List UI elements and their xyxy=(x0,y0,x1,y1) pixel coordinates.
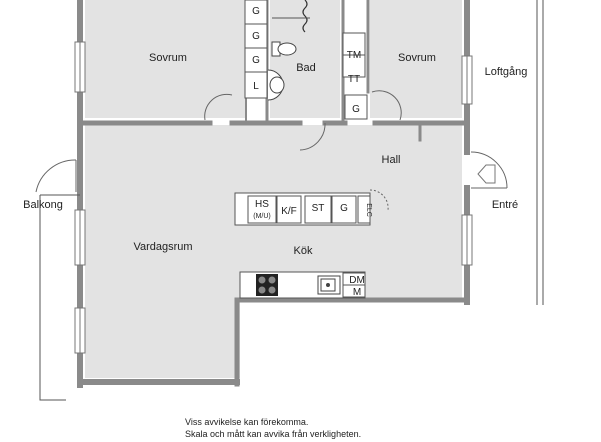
entry-arrow-icon xyxy=(477,164,496,184)
floor-bad xyxy=(270,0,340,118)
disclaimer-line-1: Viss avvikelse kan förekomma. xyxy=(185,417,309,427)
stove-label: ST xyxy=(312,203,325,214)
room-label-sovrum-left: Sovrum xyxy=(149,52,187,64)
wardrobe-g3-label: G xyxy=(252,55,260,66)
floor-sovrum-left xyxy=(85,0,245,118)
washer-label: TT xyxy=(348,74,360,85)
windows xyxy=(74,41,473,354)
room-label-bad: Bad xyxy=(296,62,316,74)
disclaimer: Viss avvikelse kan förekomma. Skala och … xyxy=(185,416,361,440)
wardrobe-g1-label: G xyxy=(252,6,260,17)
room-label-sovrum-right: Sovrum xyxy=(398,52,436,64)
freezer-sub-label: (M/U) xyxy=(253,213,271,220)
room-label-entre: Entré xyxy=(492,199,518,211)
room-label-kok: Kök xyxy=(294,245,313,257)
loftgang-rail xyxy=(536,0,544,305)
wardrobe-g2-label: G xyxy=(252,31,260,42)
wardrobes xyxy=(244,0,268,99)
shower-curtain-icon xyxy=(302,0,308,33)
fridge-freezer-label: K/F xyxy=(281,206,297,217)
microwave-label: M xyxy=(353,287,361,298)
floor-areas xyxy=(85,0,462,378)
disclaimer-line-2: Skala och mått kan avvika från verklighe… xyxy=(185,429,362,439)
room-label-loftgang: Loftgång xyxy=(485,66,528,78)
room-label-hall: Hall xyxy=(382,154,401,166)
toilet-icon xyxy=(271,41,297,57)
kitchen-sink-icon xyxy=(317,275,341,295)
tumble-dryer-label: TM xyxy=(347,50,361,61)
room-label-balkong: Balkong xyxy=(23,199,63,211)
dishwasher-label: DM xyxy=(349,275,365,286)
bath-sink-icon xyxy=(267,69,285,101)
balcony xyxy=(39,194,80,401)
floor-main xyxy=(85,125,462,378)
room-label-vardagsrum: Vardagsrum xyxy=(133,241,192,253)
door-swings xyxy=(35,90,508,211)
kitchen-island xyxy=(234,192,371,226)
bath-closet-g-label: G xyxy=(352,104,360,115)
wardrobe-l-label: L xyxy=(253,81,259,92)
freezer-label: HS xyxy=(255,199,269,210)
laundry-units xyxy=(342,32,368,120)
cooktop-icon xyxy=(256,274,278,296)
kitchen-closet-label: G xyxy=(340,203,348,214)
floor-sovrum-right xyxy=(370,0,462,118)
electric-cabinet-label: ELC xyxy=(365,203,372,217)
